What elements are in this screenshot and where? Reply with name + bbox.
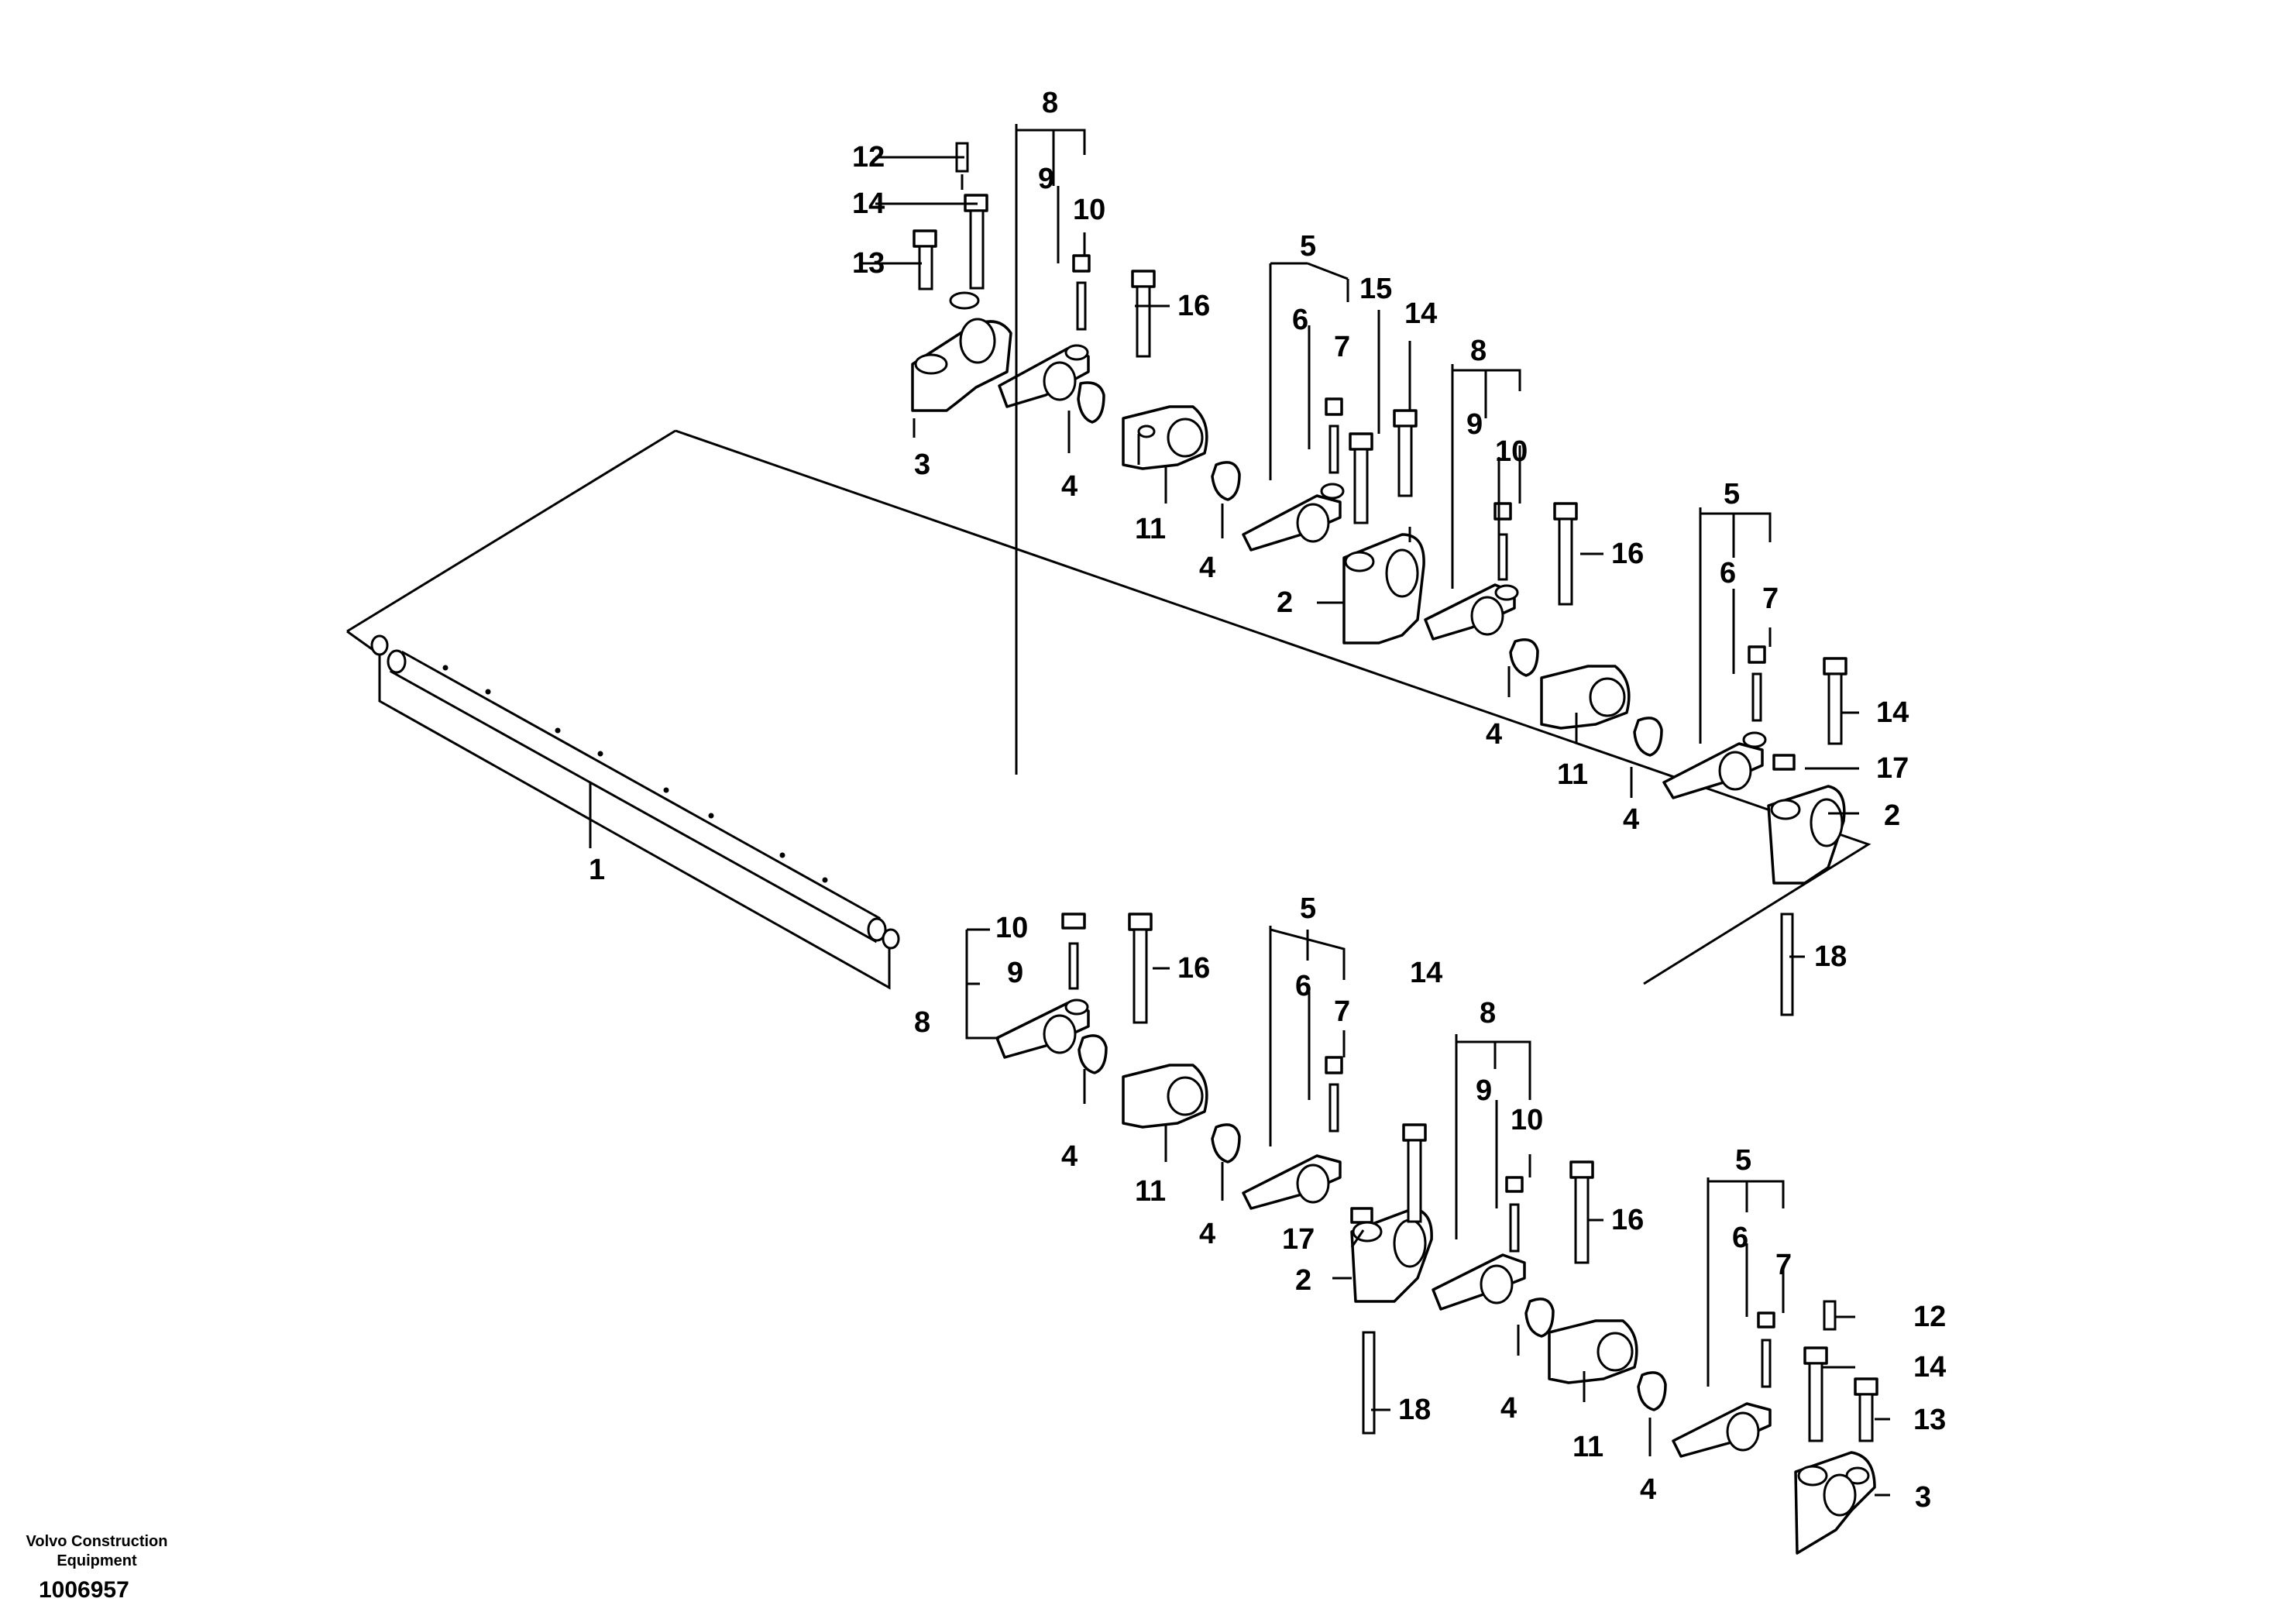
callout-10: 10 — [995, 912, 1028, 944]
company-name-line2: Equipment — [57, 1552, 137, 1569]
document-number: 1006957 — [39, 1577, 129, 1603]
callout-3: 3 — [1915, 1481, 1931, 1514]
callout-15: 15 — [1359, 273, 1392, 305]
callout-16: 16 — [1611, 1204, 1644, 1236]
callout-4: 4 — [1640, 1473, 1656, 1506]
callout-7: 7 — [1334, 995, 1350, 1028]
stand-2-upper — [1342, 533, 1425, 645]
callout-13: 13 — [1913, 1404, 1946, 1436]
rocker-arm-8-lower-right — [1432, 1160, 1638, 1384]
callout-9: 9 — [1007, 957, 1023, 989]
callout-8: 8 — [1470, 335, 1487, 367]
callout-9: 9 — [1466, 408, 1483, 441]
washer-and-bracket-1 — [1077, 270, 1208, 470]
rocker-arm-8-mid — [1424, 502, 1631, 730]
callout-8: 8 — [1480, 997, 1496, 1029]
callout-4: 4 — [1486, 718, 1502, 751]
callout-4: 4 — [1199, 1218, 1215, 1250]
callout-18: 18 — [1814, 940, 1847, 973]
company-name-line1: Volvo Construction — [26, 1533, 168, 1550]
callout-2: 2 — [1884, 799, 1900, 832]
assembly-frame — [346, 429, 1872, 985]
callout-11: 11 — [1135, 1175, 1166, 1208]
callout-5: 5 — [1735, 1144, 1751, 1177]
callout-11: 11 — [1557, 758, 1588, 791]
callout-6: 6 — [1720, 557, 1736, 590]
callout-2: 2 — [1295, 1264, 1311, 1297]
callout-14: 14 — [852, 187, 885, 220]
callout-labels: 1 2 2 2 3 3 4 4 4 4 4 4 4 4 5 5 5 5 6 6 … — [589, 87, 1946, 1514]
callout-7: 7 — [1775, 1249, 1792, 1281]
callout-4: 4 — [1623, 803, 1639, 836]
callout-1: 1 — [589, 854, 605, 886]
callout-4: 4 — [1061, 1140, 1078, 1173]
callout-6: 6 — [1732, 1222, 1748, 1254]
callout-14: 14 — [1410, 957, 1442, 989]
rocker-arm-5-lower-right — [1637, 1300, 1878, 1555]
callout-4: 4 — [1500, 1392, 1517, 1425]
callout-6: 6 — [1295, 970, 1311, 1002]
callout-4: 4 — [1199, 552, 1215, 584]
callout-13: 13 — [852, 247, 885, 280]
callout-10: 10 — [1495, 435, 1528, 468]
bolts-upper-left — [913, 142, 988, 290]
callout-11: 11 — [1135, 513, 1166, 545]
callout-7: 7 — [1334, 331, 1350, 363]
callout-14: 14 — [1404, 297, 1437, 330]
callout-10: 10 — [1511, 1104, 1543, 1136]
callout-12: 12 — [1913, 1301, 1946, 1333]
callout-5: 5 — [1300, 892, 1316, 925]
callout-14: 14 — [1876, 696, 1909, 729]
callout-2: 2 — [1277, 586, 1293, 619]
callout-8: 8 — [1042, 87, 1058, 119]
callout-17: 17 — [1876, 752, 1909, 785]
rocker-arm-5-right — [1633, 645, 1847, 1016]
callout-11: 11 — [1572, 1431, 1603, 1463]
callout-9: 9 — [1476, 1074, 1492, 1107]
callout-3: 3 — [914, 449, 930, 481]
callout-6: 6 — [1292, 304, 1308, 336]
callout-17: 17 — [1282, 1223, 1315, 1256]
callout-16: 16 — [1177, 290, 1210, 322]
end-stand-upper — [911, 291, 1012, 412]
callout-8: 8 — [914, 1006, 930, 1039]
callout-18: 18 — [1398, 1394, 1431, 1426]
callout-9: 9 — [1038, 163, 1054, 195]
rocker-arm-8-lower — [995, 913, 1208, 1129]
callout-16: 16 — [1177, 952, 1210, 985]
callout-4: 4 — [1061, 470, 1078, 503]
drawing-footer: Volvo Construction Equipment 1006957 — [15, 1532, 178, 1604]
rocker-arm-8-upper — [998, 254, 1091, 408]
leader-lines — [860, 124, 1890, 1497]
callout-16: 16 — [1611, 538, 1644, 570]
rocker-arm-5-lower — [1211, 1056, 1433, 1435]
callout-5: 5 — [1724, 478, 1740, 510]
rocker-arm-5-upper — [1211, 397, 1418, 552]
callout-12: 12 — [852, 141, 885, 174]
callout-14: 14 — [1913, 1351, 1946, 1384]
callout-5: 5 — [1300, 230, 1316, 263]
callout-10: 10 — [1073, 194, 1105, 226]
callout-7: 7 — [1762, 583, 1779, 615]
rocker-shaft — [370, 634, 900, 990]
